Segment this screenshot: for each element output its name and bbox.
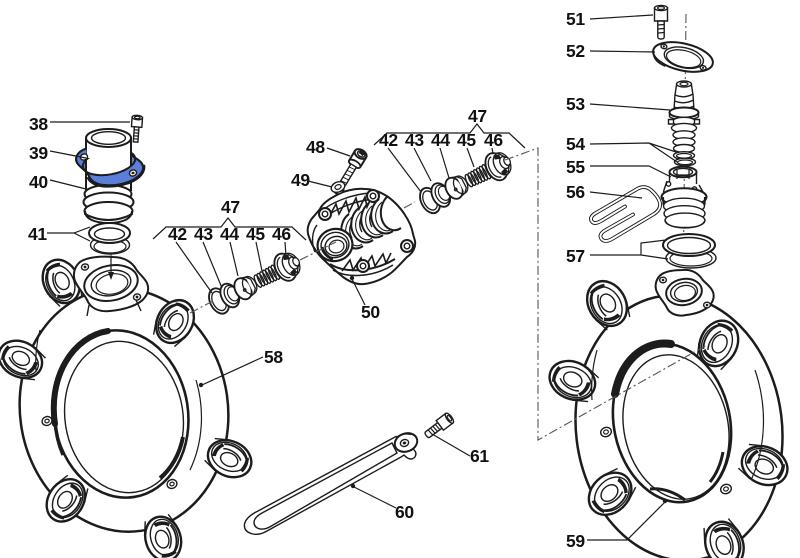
svg-text:38: 38 xyxy=(29,114,48,134)
svg-text:43: 43 xyxy=(405,130,424,150)
svg-text:44: 44 xyxy=(431,130,450,150)
svg-text:47: 47 xyxy=(468,106,487,126)
svg-text:53: 53 xyxy=(566,94,585,114)
svg-text:45: 45 xyxy=(457,130,476,150)
svg-text:42: 42 xyxy=(379,130,398,150)
svg-text:55: 55 xyxy=(566,157,585,177)
svg-text:41: 41 xyxy=(28,224,47,244)
svg-text:43: 43 xyxy=(194,224,213,244)
svg-text:44: 44 xyxy=(220,224,239,244)
svg-text:45: 45 xyxy=(246,224,265,244)
svg-text:46: 46 xyxy=(484,130,503,150)
svg-text:49: 49 xyxy=(291,170,310,190)
svg-text:42: 42 xyxy=(168,224,187,244)
svg-text:58: 58 xyxy=(264,347,283,367)
svg-text:59: 59 xyxy=(566,531,585,551)
svg-text:51: 51 xyxy=(566,9,585,29)
svg-text:47: 47 xyxy=(221,197,240,217)
svg-text:52: 52 xyxy=(566,41,585,61)
svg-text:61: 61 xyxy=(470,446,489,466)
svg-text:54: 54 xyxy=(566,134,585,154)
svg-text:56: 56 xyxy=(566,182,585,202)
svg-text:57: 57 xyxy=(566,246,585,266)
svg-text:60: 60 xyxy=(395,502,414,522)
svg-text:39: 39 xyxy=(29,143,48,163)
svg-text:48: 48 xyxy=(306,137,325,157)
svg-text:40: 40 xyxy=(29,172,48,192)
svg-text:46: 46 xyxy=(272,224,291,244)
svg-text:50: 50 xyxy=(361,302,380,322)
